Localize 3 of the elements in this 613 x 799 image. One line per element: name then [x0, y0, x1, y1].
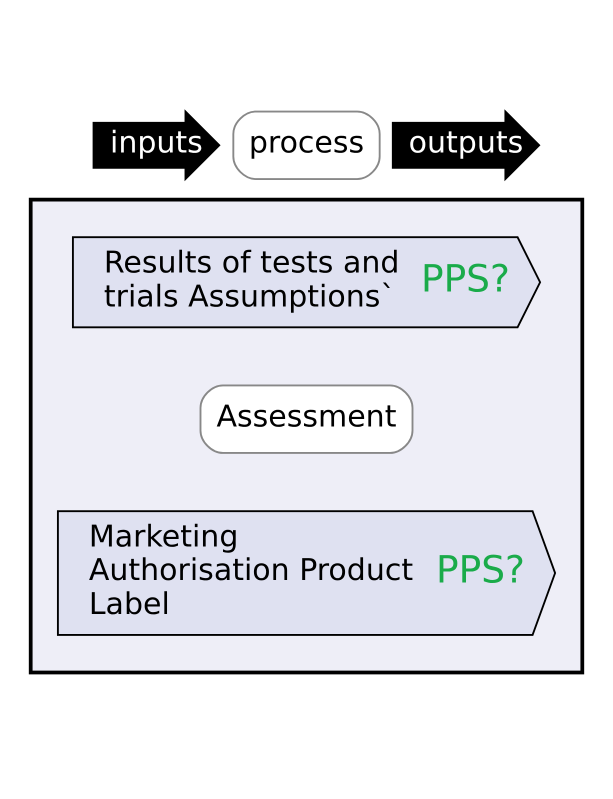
cluster: [28, 198, 584, 674]
node-box: process: [232, 110, 381, 180]
node-box: Assessment: [200, 384, 414, 454]
